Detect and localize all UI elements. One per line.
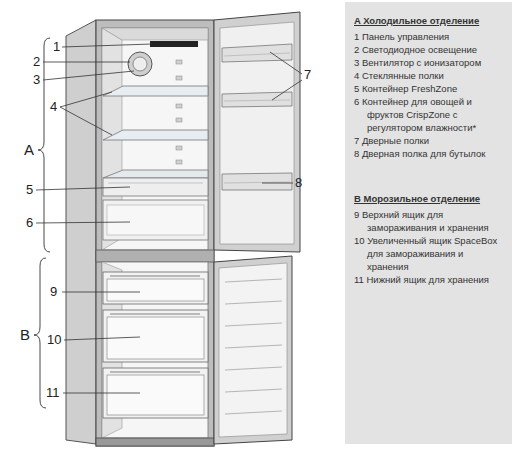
part-description: 10 Увеличенный ящик SpaceBox для замораж… <box>354 234 506 273</box>
part-description: 8 Дверная полка для бутылок <box>354 147 506 160</box>
section-heading: A Холодильное отделение <box>354 14 506 27</box>
part-description: 6 Контейнер для овощей и фруктов CrispZo… <box>354 95 506 134</box>
part-description: 9 Верхний ящик для замораживания и хране… <box>354 208 506 234</box>
part-description: 11 Нижний ящик для хранения <box>354 273 506 286</box>
section-heading: B Морозильное отделение <box>354 192 506 205</box>
callout-number: 1 <box>53 40 60 54</box>
part-description: 2 Светодиодное освещение <box>354 43 506 56</box>
bracket <box>34 258 46 408</box>
part-description: 4 Стеклянные полки <box>354 69 506 82</box>
callout-number: 10 <box>47 333 61 347</box>
callout-number: 6 <box>26 216 33 230</box>
callout-number: 7 <box>304 68 311 82</box>
section-letter: A <box>24 142 34 158</box>
callout-number: 8 <box>295 176 302 190</box>
section-letter: B <box>20 327 30 343</box>
leader-lines <box>36 44 302 393</box>
callout-number: 2 <box>33 55 40 69</box>
callout-number: 11 <box>46 386 60 400</box>
callout-number: 4 <box>50 100 57 114</box>
part-description: 3 Вентилятор с ионизатором <box>354 56 506 69</box>
callout-number: 9 <box>50 285 57 299</box>
bracket <box>38 38 50 252</box>
part-description: 5 Контейнер FreshZone <box>354 82 506 95</box>
part-description: 7 Дверные полки <box>354 134 506 147</box>
callout-number: 5 <box>26 183 33 197</box>
legend-panel: A Холодильное отделение 1 Панель управлен… <box>345 2 512 444</box>
part-description: 1 Панель управления <box>354 30 506 43</box>
callout-number: 3 <box>33 73 40 87</box>
